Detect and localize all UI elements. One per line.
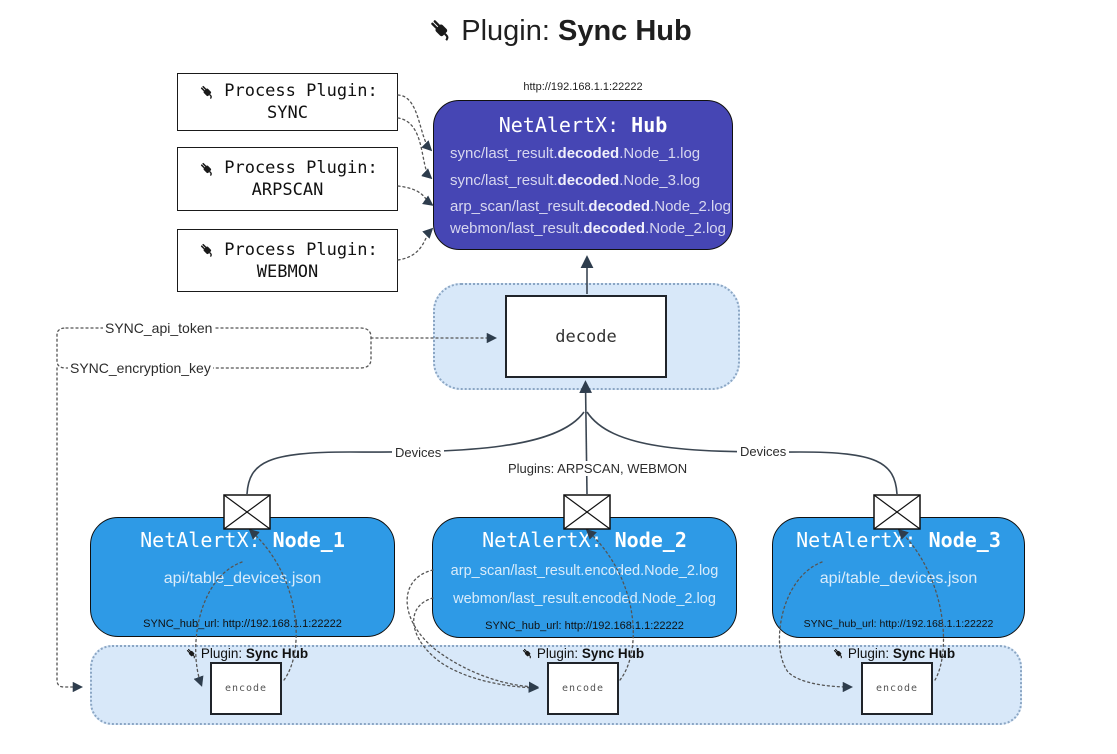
- hub-log-line: sync/last_result.decoded.Node_3.log: [450, 172, 701, 189]
- edge-secrets-to-band: [56, 367, 84, 693]
- encoder-label-2: Plugin: Sync Hub: [494, 646, 670, 661]
- node-title: NetAlertX: Node_2: [482, 528, 687, 552]
- page-title-name: Sync Hub: [557, 15, 692, 47]
- sync-api-token-label: SYNC_api_token: [103, 320, 215, 336]
- edge-node2-to-decode: [579, 380, 593, 495]
- node-hub-url: SYNC_hub_url: http://192.168.1.1:22222: [803, 618, 994, 630]
- node-title: NetAlertX: Node_3: [796, 528, 1001, 552]
- process-plugin-name: SYNC: [267, 103, 308, 123]
- encode-box-2: encode: [547, 662, 619, 715]
- node-file: api/table_devices.json: [163, 570, 322, 587]
- plug-icon: [832, 647, 844, 660]
- hub-box: NetAlertX: Hub sync/last_result.decoded.…: [433, 100, 733, 250]
- process-plugin-name: ARPSCAN: [251, 180, 324, 200]
- plug-icon: [199, 160, 215, 177]
- plug-icon: [521, 647, 533, 660]
- edge-sync-to-hub-1: [397, 94, 433, 152]
- hub-log-line: arp_scan/last_result.decoded.Node_2.log: [450, 198, 731, 215]
- node-1-box: NetAlertX: Node_1 api/table_devices.json…: [90, 517, 395, 637]
- plugins-mid-label: Plugins: ARPSCAN, WEBMON: [505, 461, 691, 476]
- hub-log-line: webmon/last_result.decoded.Node_2.log: [450, 220, 726, 237]
- edge-sync-to-hub-2: [397, 117, 433, 180]
- node-2-box: NetAlertX: Node_2 arp_scan/last_result.e…: [432, 517, 737, 638]
- hub-url: http://192.168.1.1:22222: [523, 81, 643, 93]
- page-title-prefix: Plugin:: [461, 15, 550, 47]
- process-plugin-box-arpscan: Process Plugin: ARPSCAN: [177, 147, 398, 211]
- plug-icon: [199, 83, 215, 100]
- hub-title: NetAlertX: Hub: [498, 113, 668, 137]
- hub-log-line: sync/last_result.decoded.Node_1.log: [450, 145, 701, 162]
- decode-box: decode: [505, 295, 667, 378]
- node-hub-url: SYNC_hub_url: http://192.168.1.1:22222: [485, 620, 684, 632]
- plug-icon: [199, 242, 215, 258]
- plug-icon: [185, 647, 197, 660]
- node-hub-url: SYNC_hub_url: http://192.168.1.1:22222: [143, 618, 342, 630]
- process-plugin-box-webmon: Process Plugin: WEBMON: [177, 229, 398, 292]
- process-plugin-label: Process Plugin:: [224, 158, 378, 178]
- edge-webmon-to-hub: [397, 227, 434, 261]
- edge-arpscan-to-hub: [397, 185, 434, 206]
- encoder-label-1: Plugin: Sync Hub: [158, 646, 334, 661]
- encoder-label-3: Plugin: Sync Hub: [805, 646, 981, 661]
- node-file: arp_scan/last_result.encoded.Node_2.log: [450, 563, 719, 579]
- process-plugin-label: Process Plugin:: [224, 239, 378, 260]
- node-3-box: NetAlertX: Node_3 api/table_devices.json…: [772, 517, 1025, 638]
- devices-left-label: Devices: [392, 445, 445, 460]
- node-file: api/table_devices.json: [819, 570, 978, 587]
- node-file: webmon/last_result.encoded.Node_2.log: [453, 591, 716, 607]
- devices-right-label: Devices: [737, 444, 790, 459]
- process-plugin-box-sync: Process Plugin: SYNC: [177, 73, 398, 131]
- sync-encryption-key-label: SYNC_encryption_key: [68, 360, 213, 376]
- process-plugin-name: WEBMON: [256, 261, 319, 282]
- page-title: Plugin: Sync Hub: [0, 14, 1117, 48]
- encode-box-1: encode: [210, 662, 282, 715]
- plug-icon: [428, 17, 454, 42]
- node-title: NetAlertX: Node_1: [140, 528, 345, 552]
- encode-box-3: encode: [861, 662, 933, 715]
- process-plugin-label: Process Plugin:: [224, 81, 378, 101]
